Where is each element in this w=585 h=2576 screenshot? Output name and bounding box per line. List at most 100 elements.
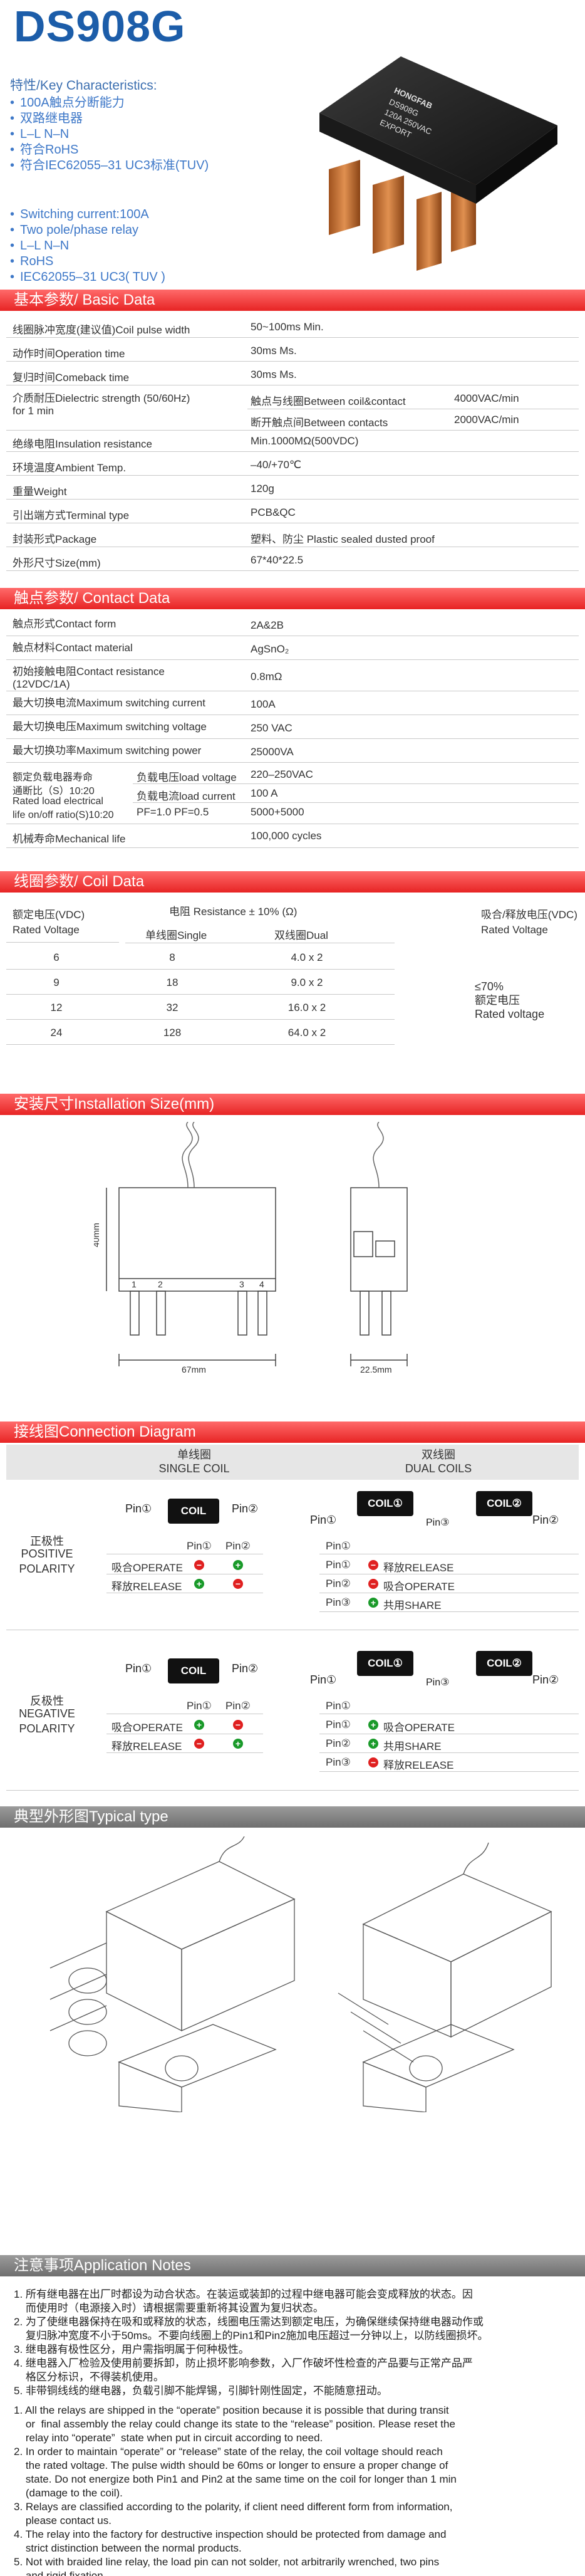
rated-life-sub-value: 5000+5000 <box>251 806 304 818</box>
basic-row-label: 封装形式Package <box>13 533 97 545</box>
pin-col-header: Pin① <box>326 1700 351 1712</box>
row-divider <box>6 659 579 660</box>
note-line: 3. 继电器有极性区分，用户需指明属于何种极性。 <box>14 2343 249 2355</box>
rated-life-label: 额定负载电器寿命 <box>13 772 93 783</box>
pin-row-label: Pin① <box>326 1559 351 1571</box>
pin-row-label: Pin② <box>326 1737 351 1749</box>
rated-life-sub-value: 100 A <box>251 787 278 799</box>
basic-row-label: 重量Weight <box>13 486 67 498</box>
basic-row-label: 环境温度Ambient Temp. <box>13 462 127 474</box>
contact-row-label: 触点材料Contact material <box>13 642 133 654</box>
coil-release-note: ≤70% 额定电压 Rated voltage <box>475 980 544 1021</box>
contact-data-bar: 触点参数/ Contact Data <box>0 588 585 609</box>
coil-single-header: 单线圈Single <box>145 929 207 941</box>
single-coil-header-en: SINGLE COIL <box>158 1462 230 1475</box>
polarity-label: POLARITY <box>19 1722 75 1735</box>
polarity-label: POSITIVE <box>21 1547 73 1560</box>
state-label: 共用SHARE <box>383 1600 442 1611</box>
note-line: the rated voltage. The pulse width shoul… <box>14 2459 448 2471</box>
pin-col-header: Pin② <box>225 1540 251 1552</box>
coil-voltage-cell: 6 <box>53 951 60 963</box>
coil-voltage-cell: 24 <box>50 1027 63 1039</box>
basic-sub-value: 4000VAC/min <box>454 392 519 404</box>
minus-indicator-icon: − <box>194 1560 204 1570</box>
basic-row-label: 线圈脉冲宽度(建议值)Coil pulse width <box>13 324 190 336</box>
basic-row-value: 50~100ms Min. <box>251 321 324 333</box>
pin-label: 2 <box>158 1279 163 1289</box>
key-characteristics-heading: 特性/Key Characteristics: <box>10 78 157 93</box>
row-divider <box>6 738 579 739</box>
mech-life-value: 100,000 cycles <box>251 830 322 842</box>
relay-product-image: HONGFAB DS908G 120A 250VAC EXPORT <box>319 56 557 271</box>
mech-life-label: 机械寿命Mechanical life <box>13 833 126 845</box>
note-line: 复归脉冲宽度不小于50ms。不要向线圈上的Pin1和Pin2施加电压超过一分钟以… <box>14 2330 489 2342</box>
contact-row-label: 最大切换功率Maximum switching power <box>13 745 202 757</box>
coil2-box: COIL② <box>476 1651 532 1676</box>
plus-indicator-icon: + <box>194 1720 204 1730</box>
pin-col-header: Pin① <box>187 1540 212 1552</box>
row-divider <box>6 570 579 571</box>
pin-row-label: Pin① <box>326 1719 351 1730</box>
coil-dual-header: 双线圈Dual <box>274 929 328 941</box>
polarity-label: NEGATIVE <box>19 1707 75 1720</box>
row-divider <box>6 430 579 431</box>
state-label: 共用SHARE <box>383 1741 442 1752</box>
coil-release-note-cn: 额定电压 <box>475 994 520 1007</box>
pin-label: Pin① <box>310 1514 337 1526</box>
basic-row-value: 塑料、防尘 Plastic sealed dusted proof <box>251 533 435 545</box>
minus-indicator-icon: − <box>368 1579 378 1589</box>
contact-row-value: AgSnO₂ <box>251 643 289 655</box>
contact-row-label: 最大切换电压Maximum switching voltage <box>13 721 207 733</box>
row-divider <box>6 475 579 476</box>
row-divider <box>6 762 579 763</box>
notes-cn-list: 1. 所有继电器在出厂时都设为动合状态。在装运或装卸的过程中继电器可能会变成释放… <box>14 2288 571 2398</box>
feature-item: RoHS <box>9 254 165 270</box>
note-line: 3. Relays are classified according to th… <box>14 2501 453 2513</box>
dual-coil-header-en: DUAL COILS <box>405 1462 472 1475</box>
state-label: 吸合OPERATE <box>383 1581 455 1593</box>
coil-voltage-cell: 12 <box>50 1002 63 1013</box>
minus-indicator-icon: − <box>368 1560 378 1570</box>
note-line: and rigid fixation. <box>14 2570 106 2576</box>
pin-row-label: Pin③ <box>326 1756 351 1768</box>
row-divider <box>6 1019 395 1020</box>
polarity-label: 正极性 <box>30 1535 64 1547</box>
pin-row-label: Pin② <box>326 1578 351 1589</box>
pin-col-header: Pin① <box>187 1700 212 1712</box>
coil-dual-cell: 4.0 x 2 <box>291 951 323 963</box>
note-line: strict distinction between the normal pr… <box>14 2542 242 2554</box>
note-line: (damage to the coil). <box>14 2487 123 2499</box>
row-divider <box>133 802 579 803</box>
basic-row-value: PCB&QC <box>251 506 296 518</box>
rated-life-label: life on/off ratio(S)10:20 <box>13 810 114 820</box>
note-line: 2. 为了使继电器保持在吸和或释放的状态，线圈电压需达到额定电压，为确保继续保持… <box>14 2316 484 2328</box>
row-divider <box>319 1611 579 1612</box>
plus-indicator-icon: + <box>233 1560 243 1570</box>
note-line: relay into “operate” state when put in c… <box>14 2432 323 2444</box>
coil-resistance-header: 电阻 Resistance ± 10% (Ω) <box>169 906 298 918</box>
basic-row-label: 绝缘电阻Insulation resistance <box>13 438 152 450</box>
note-line: 格区分标识，不得装机使用。 <box>14 2371 164 2383</box>
state-label: 吸合OPERATE <box>111 1722 183 1734</box>
polarity-label: 反极性 <box>30 1695 64 1707</box>
row-divider <box>6 994 395 995</box>
rated-life-label: 通断比（S）10:20 <box>13 786 95 797</box>
single-coil-header-cn: 单线圈 <box>177 1448 211 1461</box>
coil-release-note-pct: ≤70% <box>475 980 504 993</box>
contact-row-value: 25000VA <box>251 746 294 758</box>
note-line: 4. The relay into the factory for destru… <box>14 2528 447 2540</box>
basic-row-label: 复归时间Comeback time <box>13 372 130 384</box>
plus-indicator-icon: + <box>194 1579 204 1589</box>
feature-item: L–L N–N <box>9 238 165 254</box>
row-divider <box>6 337 579 338</box>
basic-row-label: 外形尺寸Size(mm) <box>13 557 101 569</box>
note-line: 而使用时（电源接入时）请根据需要重新将其设置为复归状态。 <box>14 2302 324 2314</box>
state-label: 释放RELEASE <box>111 1741 182 1752</box>
note-line: 1. All the relays are shipped in the “op… <box>14 2404 449 2416</box>
row-divider <box>133 783 579 784</box>
coil-box: COIL <box>168 1658 219 1683</box>
typical-bar: 典型外形图Typical type <box>0 1806 585 1828</box>
plus-indicator-icon: + <box>368 1720 378 1730</box>
note-line: 1. 所有继电器在出厂时都设为动合状态。在装运或装卸的过程中继电器可能会变成释放… <box>14 2288 473 2300</box>
minus-indicator-icon: − <box>233 1579 243 1589</box>
